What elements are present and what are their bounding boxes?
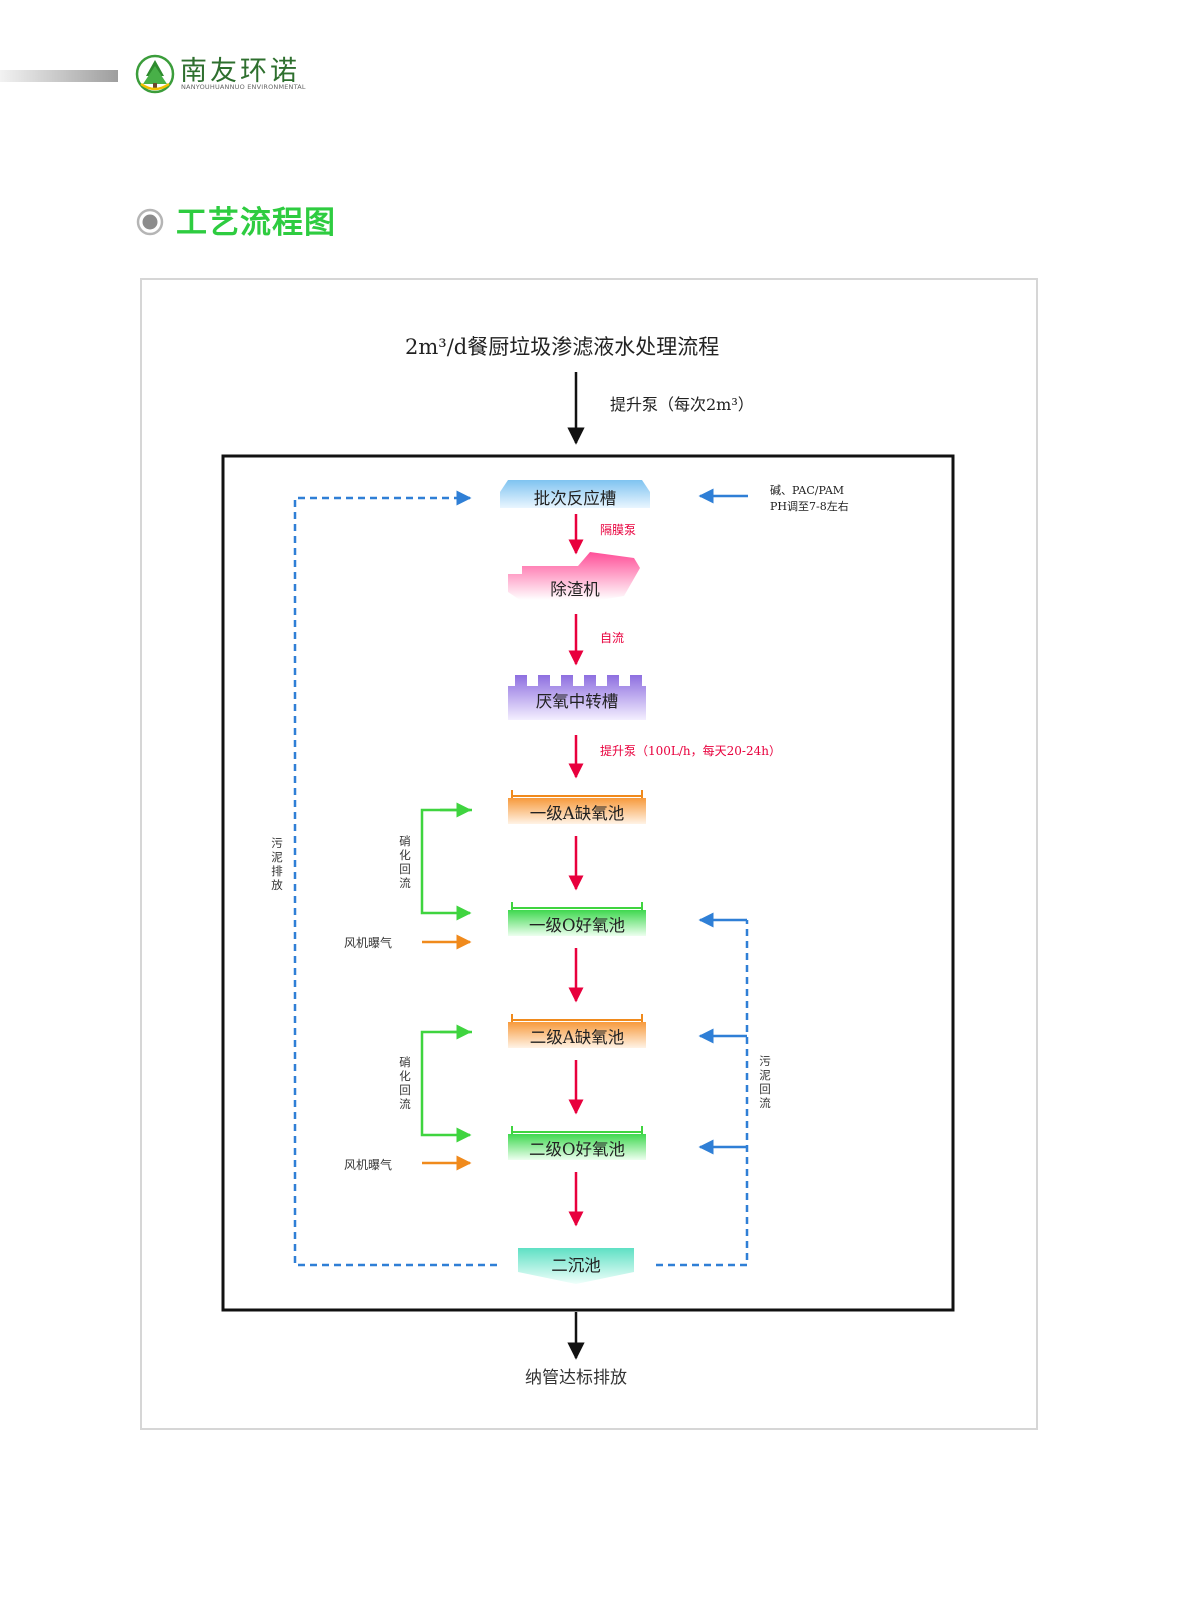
unit-stage2-aerobic-tank	[508, 1126, 646, 1160]
unit-label-anaerobic-transfer-tank: 厌氧中转槽	[535, 692, 619, 711]
unit-anaerobic-transfer-tank	[508, 675, 646, 720]
unit-label-secondary-clarifier: 二沉池	[551, 1256, 601, 1275]
flow-title: 2m³/d餐厨垃圾渗滤液水处理流程	[405, 335, 720, 359]
tree-logo-icon	[135, 54, 175, 94]
unit-label-stage1-aerobic-tank: 一级O好氧池	[528, 916, 626, 935]
chemical-dosing-line-1: 碱、PAC/PAM	[770, 484, 845, 497]
process-box	[221, 454, 955, 1312]
radio-bullet-icon	[136, 208, 164, 236]
link-label-gravity-flow: 自流	[600, 631, 625, 645]
unit-label-stage1-anoxic-tank: 一级A缺氧池	[529, 804, 625, 823]
final-discharge-label: 纳管达标排放	[525, 1368, 627, 1388]
unit-stage1-aerobic-tank	[508, 902, 646, 936]
header-gray-bar	[0, 70, 118, 82]
sludge-reflux-loop	[656, 920, 749, 1267]
aeration-label-2: 风机曝气	[344, 1158, 393, 1172]
section-title: 工艺流程图	[176, 205, 336, 241]
unit-label-batch-reaction-tank: 批次反应槽	[533, 489, 617, 508]
link-label-lift-pump: 提升泵（100L/h，每天20-24h）	[600, 744, 781, 758]
aeration-label-1: 风机曝气	[344, 936, 393, 950]
unit-batch-reaction-tank	[500, 480, 650, 508]
unit-stage2-anoxic-tank	[508, 1014, 646, 1048]
sludge-discharge-loop	[293, 490, 497, 1267]
unit-secondary-clarifier	[518, 1248, 634, 1284]
unit-label-stage2-aerobic-tank: 二级O好氧池	[528, 1140, 626, 1159]
unit-stage1-anoxic-tank	[508, 790, 646, 824]
nitrification-reflux-label-2: 硝化回流	[399, 1055, 411, 1111]
chemical-dosing-line-2: PH调至7-8左右	[770, 500, 849, 513]
nitrification-reflux-1	[420, 808, 472, 921]
inlet-pump-label: 提升泵（每次2m³）	[610, 395, 754, 414]
diagram-frame	[140, 278, 1038, 1430]
unit-label-slag-remover: 除渣机	[550, 580, 600, 599]
brand-name: 南友环诺	[180, 56, 300, 87]
link-label-diaphragm-pump: 隔膜泵	[600, 523, 637, 537]
unit-slag-remover	[508, 552, 640, 600]
sludge-discharge-label: 污泥排放	[271, 836, 283, 892]
sludge-reflux-label: 污泥回流	[759, 1054, 771, 1110]
nitrification-reflux-2	[420, 1030, 472, 1143]
nitrification-reflux-label-1: 硝化回流	[399, 834, 411, 890]
unit-label-stage2-anoxic-tank: 二级A缺氧池	[529, 1028, 625, 1047]
brand-subtitle: NANYOUHUANNUO ENVIRONMENTAL	[181, 83, 306, 91]
